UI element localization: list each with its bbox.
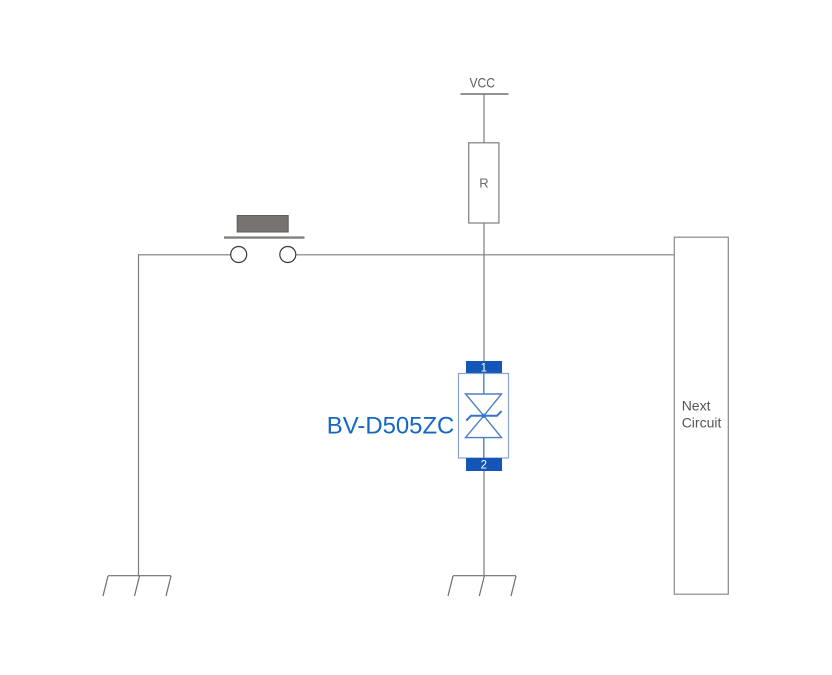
svg-text:BV-D505ZC: BV-D505ZC [327, 413, 455, 440]
svg-text:VCC: VCC [470, 75, 496, 91]
svg-text:1: 1 [481, 363, 487, 375]
svg-text:Next: Next [682, 398, 711, 414]
svg-text:Circuit: Circuit [682, 415, 722, 431]
svg-text:R: R [479, 176, 488, 191]
svg-text:2: 2 [481, 459, 487, 471]
